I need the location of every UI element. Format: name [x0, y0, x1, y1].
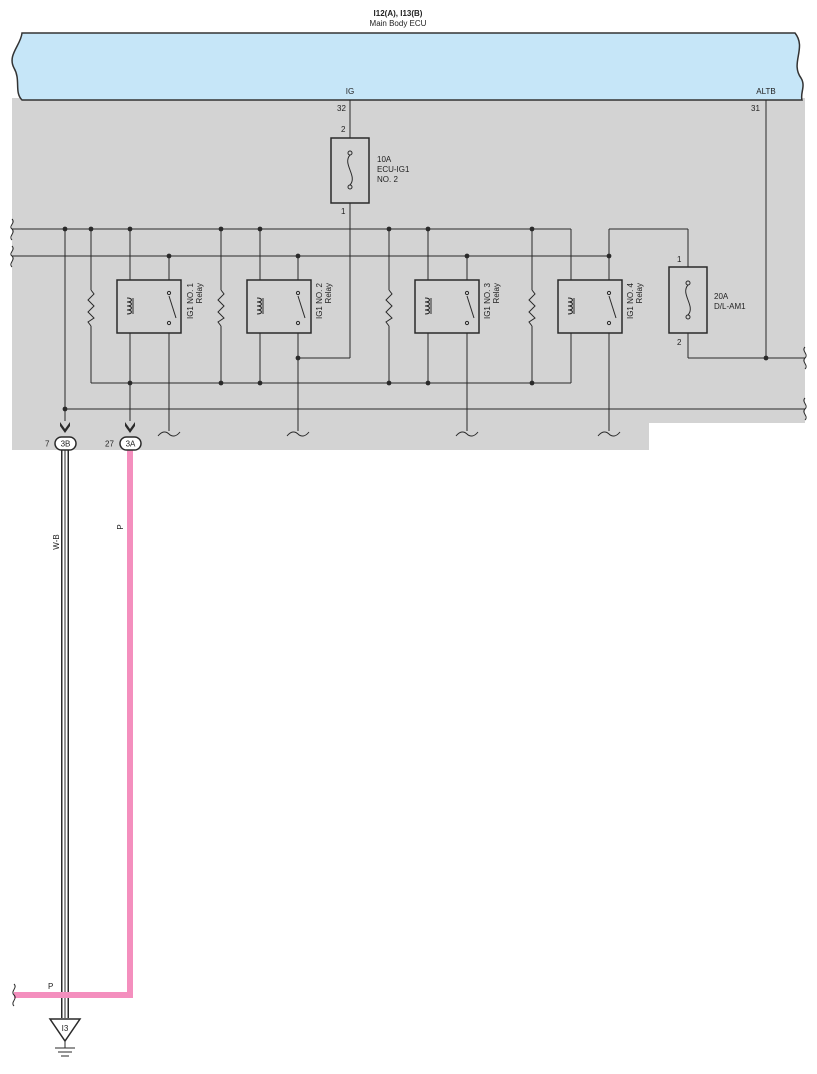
resistor	[85, 289, 97, 327]
break-mark-left-2	[10, 245, 14, 268]
altb-terminal-label: ALTB	[756, 87, 775, 96]
break-mark-bottom	[12, 983, 16, 1007]
ecu-box[interactable]	[11, 32, 804, 101]
fuse1-pin-top: 2	[341, 125, 346, 134]
relay2-label: IG1 NO. 2	[315, 282, 324, 319]
connector-3b[interactable]	[54, 436, 77, 451]
connector-3b-id: 3B	[61, 440, 71, 449]
ig-pin-label: 32	[337, 104, 346, 113]
resistor	[526, 289, 538, 327]
altb-pin-label: 31	[751, 104, 760, 113]
connector-3b-pin: 7	[45, 440, 50, 449]
relay-ig1-no4[interactable]	[557, 279, 623, 334]
relay4-label: IG1 NO. 4	[626, 282, 635, 319]
wire-p-label: P	[116, 524, 125, 529]
connector-3a-pin: 27	[105, 440, 114, 449]
tilde-mark	[157, 431, 181, 437]
relay1-label: IG1 NO. 1	[186, 282, 195, 319]
fuse-ecu-ig1-no2[interactable]	[330, 137, 370, 204]
fuse1-name: ECU-IG1	[377, 165, 410, 174]
relay-ig1-no1[interactable]	[116, 279, 182, 334]
break-mark-right-2	[803, 397, 807, 421]
component-name: Main Body ECU	[370, 19, 427, 28]
resistor	[215, 289, 227, 327]
connector-arrow-3a	[125, 422, 135, 433]
tilde-mark	[455, 431, 479, 437]
tilde-mark	[286, 431, 310, 437]
fuse1-rating: 10A	[377, 155, 392, 164]
relay-ig1-no2[interactable]	[246, 279, 312, 334]
fuse2-pin-bottom: 2	[677, 338, 682, 347]
ground-label: I3	[62, 1024, 69, 1033]
fuse1-pin-bottom: 1	[341, 207, 346, 216]
fuse2-name: D/L-AM1	[714, 302, 746, 311]
relay3-label: IG1 NO. 3	[483, 282, 492, 319]
wire-p-bottom-label: P	[48, 982, 53, 991]
resistor	[383, 289, 395, 327]
relay3-sublabel: Relay	[492, 283, 501, 303]
break-mark-left-1	[10, 218, 14, 241]
relay4-sublabel: Relay	[635, 283, 644, 303]
junction-dots	[62, 226, 769, 412]
wire-p[interactable]	[14, 450, 133, 998]
tilde-mark	[597, 431, 621, 437]
fuse-d-l-am1[interactable]	[668, 266, 708, 334]
relay1-sublabel: Relay	[195, 283, 204, 303]
connector-ids: I12(A), I13(B)	[374, 9, 423, 18]
connector-arrow-3b	[60, 422, 70, 433]
relay2-sublabel: Relay	[324, 283, 333, 303]
wire-wb-label: W-B	[52, 534, 61, 549]
fuse1-name-2: NO. 2	[377, 175, 398, 184]
relay-ig1-no3[interactable]	[414, 279, 480, 334]
junction-panel	[12, 98, 805, 450]
connector-3a[interactable]	[119, 436, 142, 451]
ig-terminal-label: IG	[346, 87, 354, 96]
fuse2-rating: 20A	[714, 292, 729, 301]
connector-3a-id: 3A	[126, 440, 136, 449]
fuse2-pin-top: 1	[677, 255, 682, 264]
ground-symbol[interactable]	[48, 1018, 82, 1057]
